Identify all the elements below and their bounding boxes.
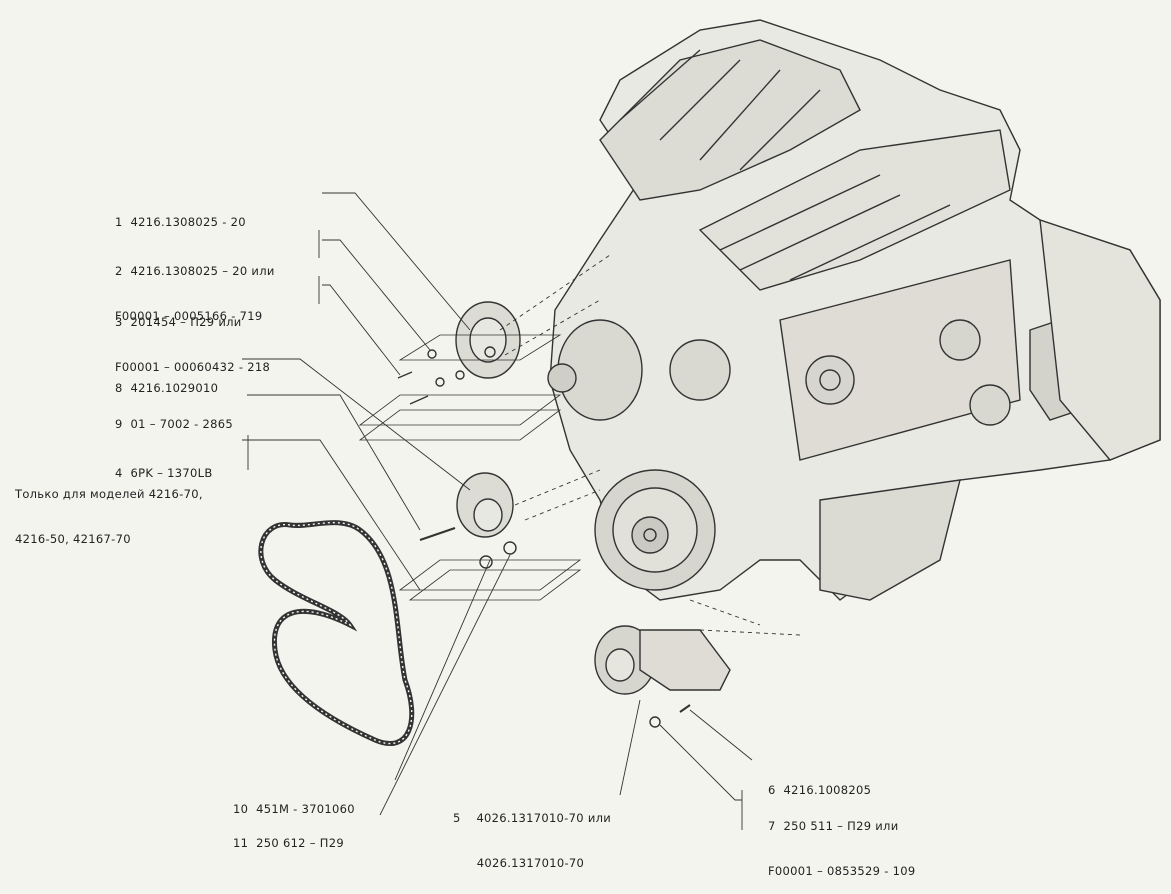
callout-4-note-line-1: Только для моделей 4216-70, — [15, 487, 203, 501]
callout-4-note-line-2: 4216-50, 42167-70 — [15, 532, 131, 546]
callout-4-note: Только для моделей 4216-70, 4216-50, 421… — [15, 457, 203, 562]
callout-11: 11 250 612 – П29 — [233, 806, 344, 866]
callout-8: 8 4216.1029010 — [115, 351, 218, 411]
callout-7-line-1: 7 250 511 – П29 или — [768, 819, 899, 833]
callout-8-line-1: 8 4216.1029010 — [115, 381, 219, 395]
callout-5-line-1: 5 4026.1317010-70 или — [453, 811, 612, 825]
poly-v-belt — [258, 520, 415, 746]
callout-4-line-1: 4 6PK – 1370LB — [115, 466, 213, 480]
callout-6-line-1: 6 4216.1008205 — [768, 783, 872, 797]
bellhousing — [1039, 218, 1161, 461]
oil-pan — [819, 479, 961, 601]
callout-2: 2 4216.1308025 – 20 или F00001 – 0005166… — [115, 234, 275, 339]
callout-3-line-2: F00001 – 00060432 - 218 — [115, 360, 271, 374]
callout-10-line-1: 10 451M - 3701060 — [233, 802, 355, 816]
engine-assembly-drawing — [242, 19, 1161, 830]
callout-7-line-2: F00001 – 0853529 - 109 — [768, 864, 916, 878]
callout-3-line-1: 3 201454 – П29 или — [115, 315, 242, 329]
callout-6: 6 4216.1008205 — [768, 753, 871, 813]
callout-11-line-1: 11 250 612 – П29 — [233, 836, 344, 850]
callout-4: 4 6PK – 1370LB — [115, 436, 213, 496]
callout-2-line-2: F00001 – 0005166 - 719 — [115, 309, 263, 323]
callout-3: 3 201454 – П29 или F00001 – 00060432 - 2… — [115, 285, 270, 390]
valve-cover — [698, 129, 1011, 291]
callout-5: 5 4026.1317010-70 или 4026.1317010-70 — [453, 781, 611, 886]
callout-1: 1 4216.1308025 - 20 — [115, 185, 246, 245]
callout-9-line-1: 9 01 – 7002 - 2865 — [115, 417, 234, 431]
callout-1-line-1: 1 4216.1308025 - 20 — [115, 215, 246, 229]
callout-9: 9 01 – 7002 - 2865 — [115, 387, 233, 447]
callout-10: 10 451M - 3701060 — [233, 772, 355, 832]
pump-bracket — [639, 629, 731, 691]
callout-5-line-2: 4026.1317010-70 — [453, 856, 585, 870]
callout-2-line-1: 2 4216.1308025 – 20 или — [115, 264, 275, 278]
